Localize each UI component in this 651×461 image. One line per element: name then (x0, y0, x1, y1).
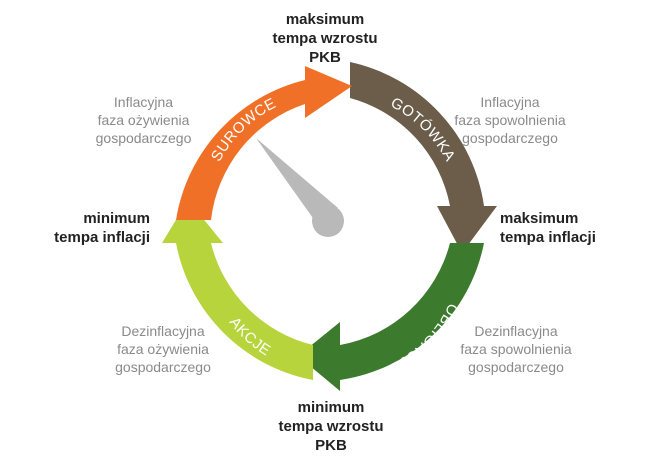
akcje-arrow (162, 200, 313, 380)
cycle-needle (256, 138, 344, 237)
phase-line: Dezinflacyjna (474, 323, 558, 339)
top-label-line: PKB (309, 49, 341, 66)
left-label: minimum tempa inflacji (30, 209, 150, 247)
phase-line: faza spowolnienia (460, 341, 572, 357)
right-label-line: maksimum (500, 210, 579, 227)
obligacje-arrow-shape (298, 243, 484, 391)
needle-hub (312, 205, 344, 237)
akcje-arrow-shape (162, 200, 313, 380)
top-label-line: tempa wzrostu (272, 30, 378, 47)
phase-bottom-right: Dezinflacyjna faza spowolnienia gospodar… (436, 322, 596, 376)
surowce-arrow (176, 66, 352, 220)
phase-line: faza ożywienia (117, 341, 209, 357)
bottom-label-line: tempa wzrostu (278, 418, 384, 435)
phase-line: faza spowolnienia (454, 112, 566, 128)
right-label: maksimum tempa inflacji (500, 209, 630, 247)
left-label-line: minimum (83, 210, 150, 227)
left-label-line: tempa inflacji (54, 229, 150, 246)
needle-pointer (256, 138, 338, 228)
gotowka-arrow-shape (350, 62, 497, 253)
phase-top-right: Inflacyjna faza spowolnienia gospodarcze… (430, 93, 590, 147)
surowce-arrow-shape (176, 66, 352, 220)
bottom-label-line: PKB (315, 437, 347, 454)
phase-line: gospodarczego (468, 359, 564, 375)
obligacje-arrow (298, 243, 484, 391)
phase-bottom-left: Dezinflacyjna faza ożywienia gospodarcze… (88, 322, 238, 376)
phase-line: gospodarczego (95, 130, 192, 146)
right-label-line: tempa inflacji (500, 229, 596, 246)
bottom-label: minimum tempa wzrostu PKB (261, 398, 401, 455)
phase-line: Inflacyjna (113, 94, 174, 110)
top-label-line: maksimum (285, 11, 365, 28)
phase-line: faza ożywienia (97, 112, 190, 128)
top-label: maksimum tempa wzrostu PKB (255, 10, 395, 67)
phase-line: Inflacyjna (480, 94, 540, 110)
phase-line: gospodarczego (115, 359, 211, 375)
phase-line: gospodarczego (462, 130, 558, 146)
phase-line: Dezinflacyjna (121, 323, 205, 339)
bottom-label-line: minimum (297, 399, 365, 416)
gotowka-arrow (350, 62, 497, 253)
phase-top-left: Inflacyjna faza ożywienia gospodarczego (76, 93, 211, 147)
